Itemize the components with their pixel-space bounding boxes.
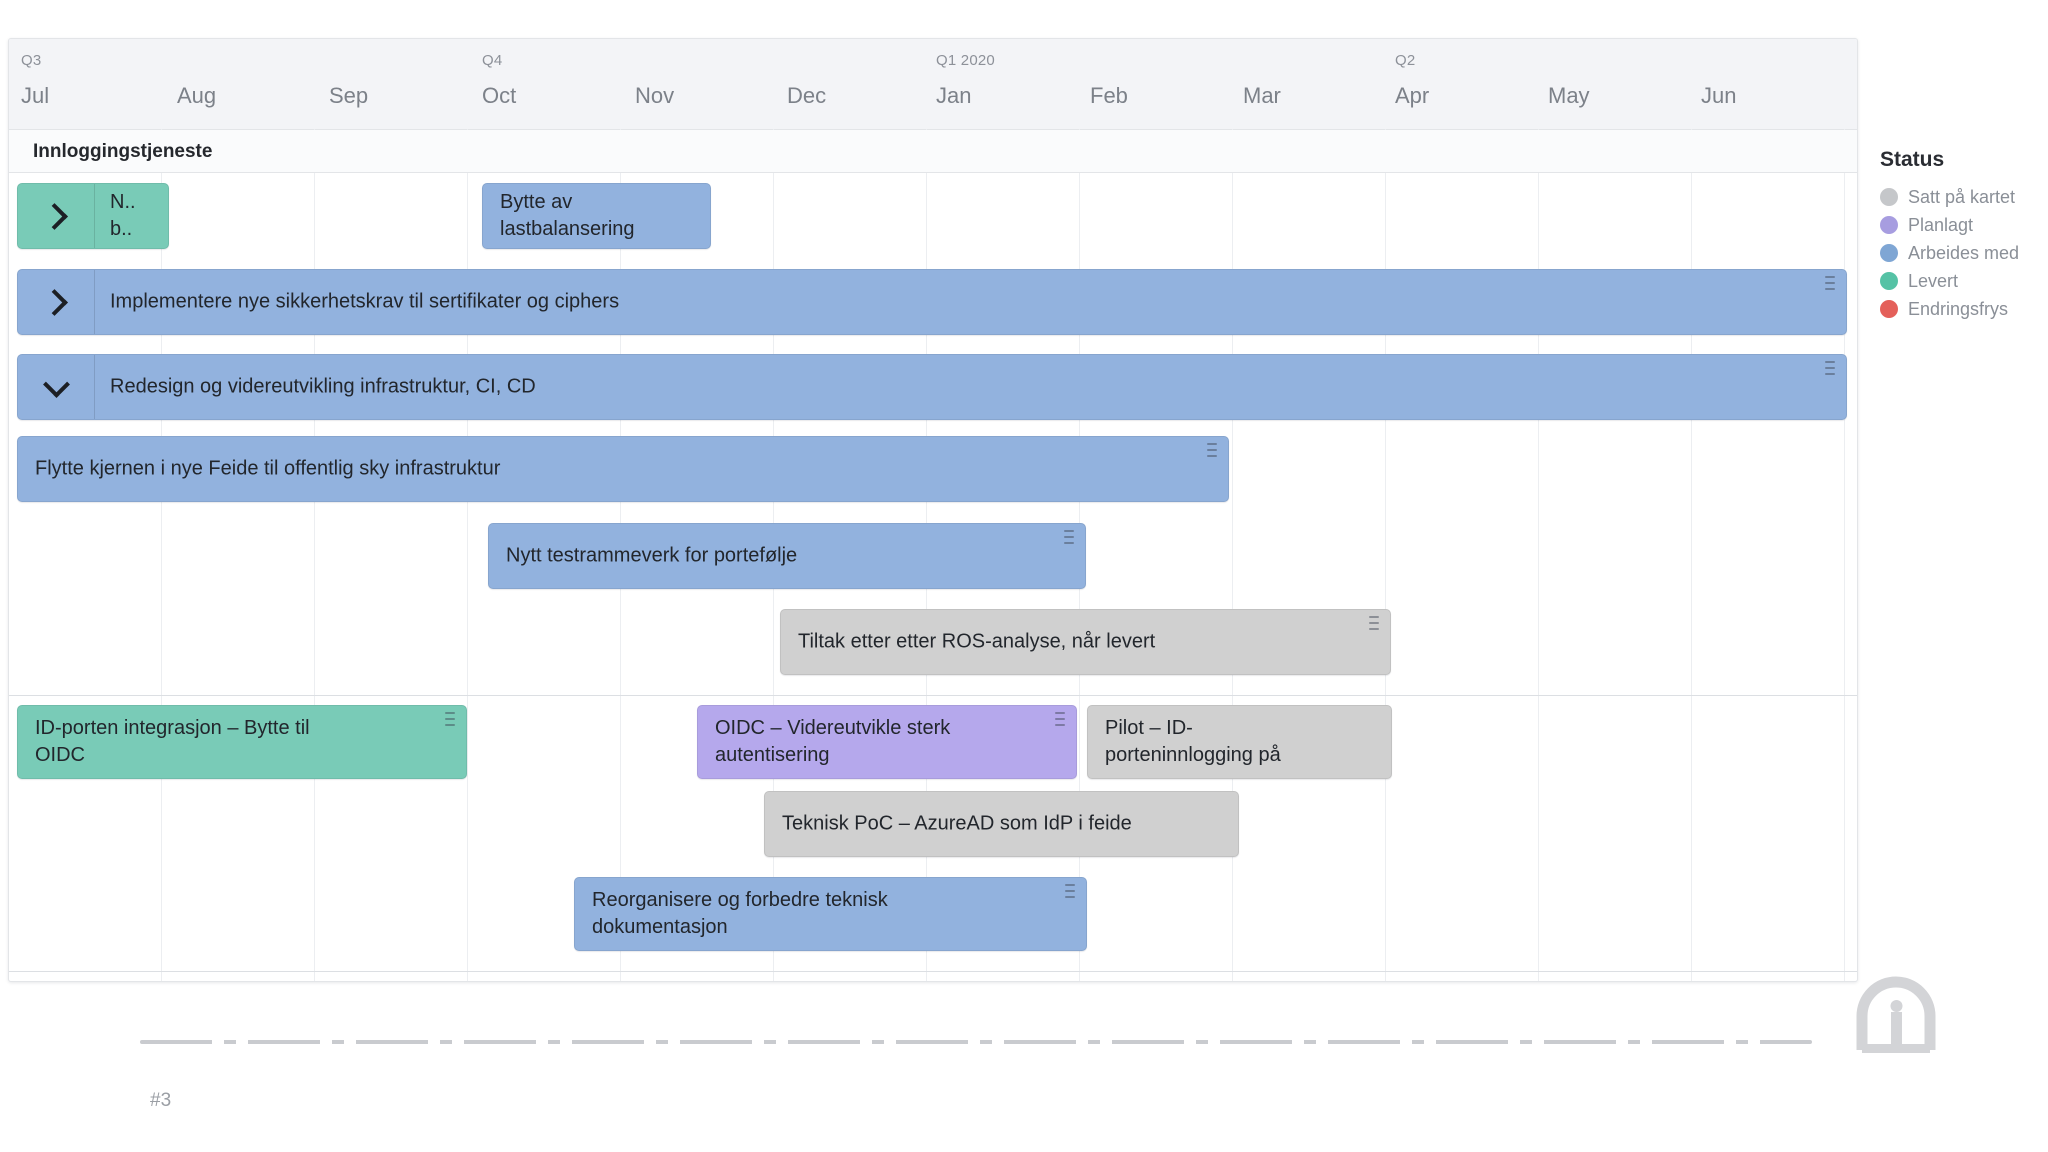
legend-swatch-icon: [1880, 216, 1898, 234]
month-label: Apr: [1395, 83, 1430, 108]
legend-item[interactable]: Endringsfrys: [1880, 295, 2040, 323]
month-label: Jun: [1701, 83, 1737, 108]
gantt-bar[interactable]: N.. b..: [17, 183, 169, 249]
quarter-label: Q4: [482, 52, 503, 69]
gantt-bar-label: Tiltak etter etter ROS-analyse, når leve…: [798, 630, 1156, 653]
month-label: Jul: [21, 83, 50, 108]
drag-handle-icon[interactable]: [1369, 616, 1379, 630]
gantt-bar-label: ID-porten integrasjon – Bytte til OIDC: [35, 717, 310, 766]
month-label: Aug: [177, 83, 217, 108]
chevron-down-icon[interactable]: [18, 355, 95, 419]
gantt-bar[interactable]: Pilot – ID- porteninnlogging på: [1087, 705, 1392, 779]
month-label: Sep: [329, 83, 369, 108]
month-label: Jan: [936, 83, 972, 108]
gantt-bar-label: Nytt testrammeverk for portefølje: [506, 544, 798, 567]
gantt-bar-label: Flytte kjernen i nye Feide til offentlig…: [35, 457, 501, 480]
gantt-bar[interactable]: Tiltak etter etter ROS-analyse, når leve…: [780, 609, 1391, 675]
quarter-label: Q1 2020: [936, 52, 995, 69]
group-title: Innloggingstjeneste: [33, 141, 213, 162]
gantt-bar-label: Bytte av lastbalansering: [500, 191, 635, 240]
chevron-glyph: [42, 371, 70, 398]
drag-handle-icon[interactable]: [1825, 276, 1835, 290]
gantt-bar[interactable]: Reorganisere og forbedre teknisk dokumen…: [574, 877, 1087, 951]
gantt-bar-label: Reorganisere og forbedre teknisk dokumen…: [592, 889, 888, 938]
quarter-axis: Q3 Q4 Q1 2020 Q2: [9, 39, 1857, 75]
month-label: Mar: [1243, 83, 1281, 108]
legend-swatch-icon: [1880, 300, 1898, 318]
legend-label: Satt på kartet: [1908, 186, 2016, 207]
gantt-bar-label: N.. b..: [110, 191, 136, 240]
section-divider: [9, 971, 1857, 972]
gantt-bar[interactable]: Teknisk PoC – AzureAD som IdP i feide: [764, 791, 1239, 857]
footer-divider: [140, 1040, 1812, 1044]
drag-handle-icon[interactable]: [1825, 361, 1835, 375]
month-label: Nov: [635, 83, 675, 108]
gantt-bar[interactable]: OIDC – Videreutvikle sterk autentisering: [697, 705, 1077, 779]
legend-title: Status: [1880, 148, 1945, 171]
gantt-bar-label: Implementere nye sikkerhetskrav til sert…: [110, 290, 620, 313]
month-label: Dec: [787, 83, 827, 108]
timeline-header: Q3 Q4 Q1 2020 Q2 Jul Aug Sep Oct Nov Dec Jan Feb Ma…: [9, 39, 1857, 130]
gantt-bar-label: Pilot – ID- porteninnlogging på: [1105, 717, 1281, 766]
quarter-label: Q3: [21, 52, 42, 69]
month-label: Oct: [482, 83, 517, 108]
gantt-bar[interactable]: Nytt testrammeverk for portefølje: [488, 523, 1086, 589]
legend-label: Planlagt: [1908, 214, 1974, 235]
chevron-glyph: [40, 288, 68, 316]
legend-label: Endringsfrys: [1908, 298, 2009, 319]
legend-item[interactable]: Satt på kartet: [1880, 183, 2040, 211]
legend-item[interactable]: Levert: [1880, 267, 2040, 295]
drag-handle-icon[interactable]: [1055, 712, 1065, 726]
uninett-arch-logo-icon: [1852, 976, 1940, 1054]
month-label: May: [1548, 83, 1590, 108]
gantt-bar[interactable]: Implementere nye sikkerhetskrav til sert…: [17, 269, 1847, 335]
drag-handle-icon[interactable]: [445, 712, 455, 726]
legend-swatch-icon: [1880, 272, 1898, 290]
gantt-bar[interactable]: Redesign og videreutvikling infrastruktu…: [17, 354, 1847, 420]
month-axis: Jul Aug Sep Oct Nov Dec Jan Feb Mar Apr May Jun: [9, 75, 1857, 129]
gantt-bar[interactable]: Bytte av lastbalansering: [482, 183, 711, 249]
month-label: Feb: [1090, 83, 1128, 108]
gantt-bar-label: Redesign og videreutvikling infrastruktu…: [110, 375, 536, 398]
drag-handle-icon[interactable]: [1065, 884, 1075, 898]
chevron-right-icon[interactable]: [18, 184, 95, 248]
quarter-label: Q2: [1395, 52, 1416, 69]
gantt-bar[interactable]: ID-porten integrasjon – Bytte til OIDC: [17, 705, 467, 779]
chevron-right-icon[interactable]: [18, 270, 95, 334]
legend-swatch-icon: [1880, 188, 1898, 206]
drag-handle-icon[interactable]: [1207, 443, 1217, 457]
roadmap-panel: Q3 Q4 Q1 2020 Q2 Jul Aug Sep Oct Nov Dec Jan Feb Ma…: [8, 38, 1858, 982]
gantt-bar-label: OIDC – Videreutvikle sterk autentisering: [715, 717, 951, 766]
drag-handle-icon[interactable]: [1064, 530, 1074, 544]
legend-swatch-icon: [1880, 244, 1898, 262]
legend-label: Levert: [1908, 270, 1959, 291]
chevron-glyph: [40, 202, 68, 230]
legend-label: Arbeides med: [1908, 242, 2020, 263]
gantt-bar[interactable]: Flytte kjernen i nye Feide til offentlig…: [17, 436, 1229, 502]
legend-item[interactable]: Planlagt: [1880, 211, 2040, 239]
section-divider: [9, 695, 1857, 696]
gantt-bar-label: Teknisk PoC – AzureAD som IdP i feide: [782, 812, 1132, 835]
slide-number: #3: [150, 1090, 172, 1111]
legend-item[interactable]: Arbeides med: [1880, 239, 2040, 267]
group-header-innloggingstjeneste[interactable]: Innloggingstjeneste: [9, 130, 1857, 173]
